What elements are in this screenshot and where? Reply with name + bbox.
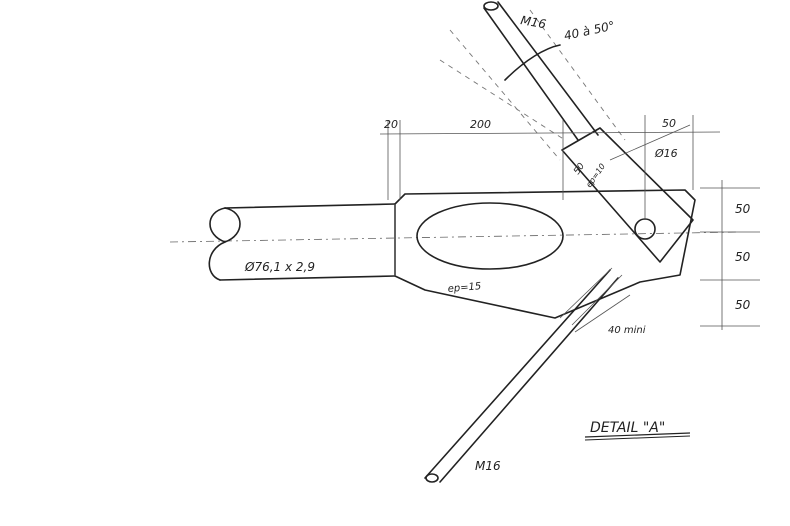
rod-bottom: [424, 267, 623, 483]
horizontal-centerline: [169, 231, 741, 243]
dim-20: 20: [384, 118, 398, 131]
dim-50-right-2: 50: [735, 250, 751, 264]
pin-hole: [634, 218, 656, 240]
tube-label: Ø76,1 x 2,9: [244, 260, 315, 274]
dimension-lines: [379, 115, 760, 333]
rod-top: [439, 1, 626, 161]
detail-title: DETAIL "A": [590, 420, 665, 436]
rod-top-label: M16: [519, 13, 547, 31]
detail-underline: [584, 432, 691, 438]
dim-50-top: 50: [662, 117, 676, 130]
weld-min-label: 40 mini: [608, 325, 646, 336]
plate-thickness: ep=15: [447, 281, 481, 295]
dim-200: 200: [470, 118, 491, 131]
angle-label: 40 à 50°: [563, 19, 616, 43]
clevis-thickness: ep=10: [584, 162, 607, 189]
tube: [208, 203, 396, 281]
rod-bottom-label: M16: [475, 459, 501, 473]
oval-cutout: [416, 202, 564, 270]
gusset-plate: [394, 189, 696, 319]
dim-50-right-3: 50: [735, 298, 751, 312]
dim-50-right-1: 50: [735, 202, 751, 216]
bore-label: Ø16: [654, 147, 678, 160]
clevis: [561, 127, 694, 263]
angle-arrow: [504, 44, 561, 81]
